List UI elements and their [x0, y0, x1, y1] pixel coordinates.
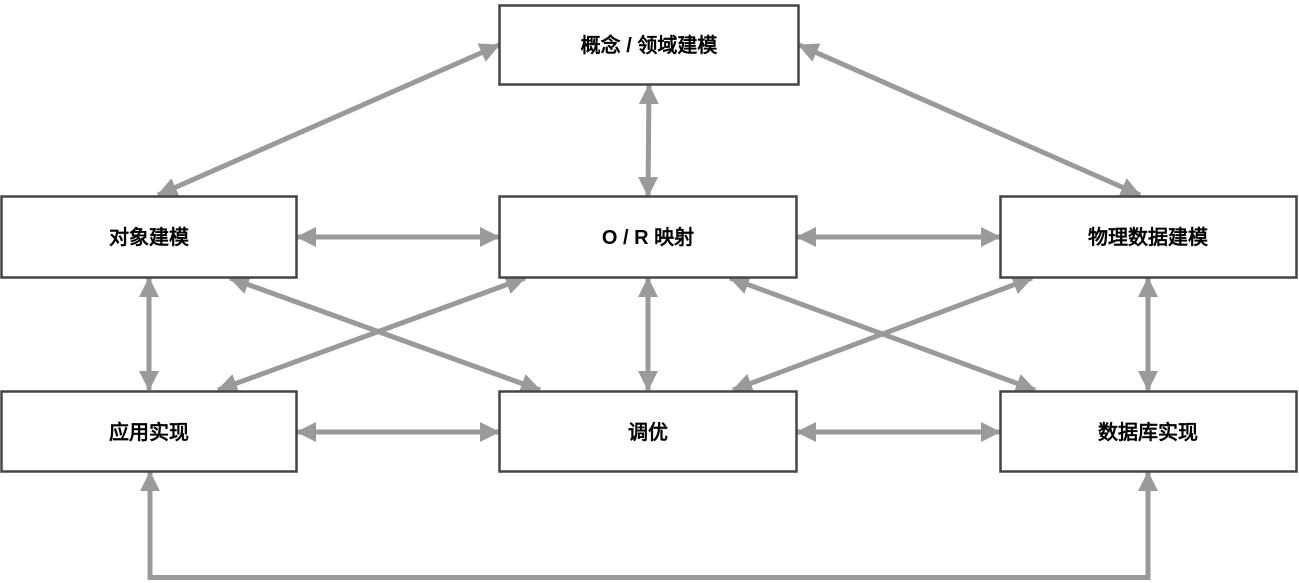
node-label: O / R 映射: [602, 225, 694, 249]
node-object-modeling: 对象建模: [0, 195, 298, 279]
node-physical-data-modeling: 物理数据建模: [999, 195, 1298, 279]
edge-or-mapping-app: [217, 275, 526, 393]
node-concept-domain-modeling: 概念 / 领域建模: [498, 4, 800, 86]
node-box: [0, 390, 298, 473]
node-box: [999, 195, 1298, 279]
node-label: 概念 / 领域建模: [581, 33, 719, 57]
node-label: 数据库实现: [1098, 420, 1198, 444]
edge-layer: [139, 42, 1158, 580]
node-app-implementation: 应用实现: [0, 390, 298, 473]
edge-app-db-bottom-route: [140, 471, 1158, 580]
node-box: [0, 195, 298, 279]
node-label: 物理数据建模: [1088, 225, 1209, 249]
node-label: 对象建模: [109, 225, 190, 249]
node-tuning: 调优: [498, 390, 798, 473]
edge-physical-tuning: [732, 275, 1033, 393]
node-box: [999, 390, 1298, 473]
node-db-implementation: 数据库实现: [999, 390, 1298, 473]
edge-object-tuning: [229, 275, 541, 393]
edge-concept-or-mapping: [638, 84, 659, 197]
node-box: [498, 195, 798, 279]
edge-concept-object: [156, 42, 501, 198]
node-label: 调优: [628, 420, 668, 444]
node-box: [498, 4, 800, 86]
edge-concept-physical: [797, 42, 1142, 198]
node-box: [498, 390, 798, 473]
node-label: 应用实现: [109, 420, 189, 444]
node-or-mapping: O / R 映射: [498, 195, 798, 279]
